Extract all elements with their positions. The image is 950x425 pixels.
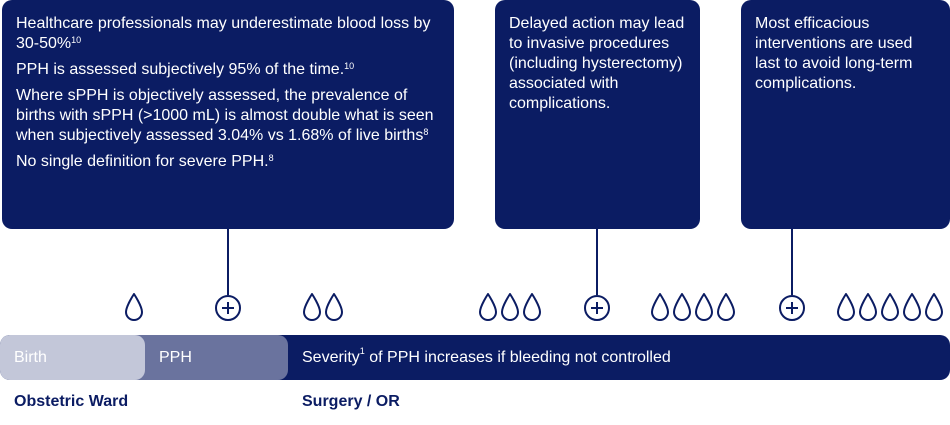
blood-drop-icon (651, 293, 669, 321)
drop-group-2 (302, 292, 344, 322)
blood-drop-icon (125, 293, 143, 321)
drop-group-1 (124, 292, 144, 322)
blood-drop-icon (523, 293, 541, 321)
blood-drop-icon (859, 293, 877, 321)
callout-line-underestimate: Healthcare professionals may underestima… (16, 15, 431, 52)
underestimation-callout: Healthcare professionals may underestima… (2, 0, 454, 229)
blood-drop-icon (837, 293, 855, 321)
blood-drop-icon (501, 293, 519, 321)
drop-group-3 (478, 292, 542, 322)
birth-segment (0, 335, 145, 380)
blood-drop-icon (325, 293, 343, 321)
obstetric-ward-label: Obstetric Ward (14, 393, 129, 410)
blood-drop-icon (673, 293, 691, 321)
drop-group-4 (650, 292, 736, 322)
blood-drop-icon (903, 293, 921, 321)
delayed-action-callout: Delayed action may lead to invasive proc… (495, 0, 700, 229)
blood-drop-icon (303, 293, 321, 321)
blood-drop-icon (881, 293, 899, 321)
interventions-callout: Most efficacious interventions are used … (741, 0, 950, 229)
connector-line (791, 229, 793, 295)
surgery-or-label: Surgery / OR (302, 393, 400, 410)
blood-drop-icon (717, 293, 735, 321)
interventions-text: Most efficacious interventions are used … (755, 15, 913, 92)
birth-label: Birth (14, 349, 47, 366)
blood-drop-icon (925, 293, 943, 321)
connector-line (227, 229, 229, 295)
delayed-action-text: Delayed action may lead to invasive proc… (509, 15, 685, 112)
callout-line-prevalence: Where sPPH is objectively assessed, the … (16, 87, 434, 144)
blood-drop-icon (479, 293, 497, 321)
drop-group-5 (836, 292, 944, 322)
callout-line-definition: No single definition for severe PPH.8 (16, 153, 274, 170)
blood-drop-icon (695, 293, 713, 321)
plus-circle-icon (779, 295, 805, 321)
plus-circle-icon (215, 295, 241, 321)
pph-label: PPH (159, 349, 192, 366)
plus-circle-icon (584, 295, 610, 321)
severity-label: Severity1 of PPH increases if bleeding n… (302, 346, 671, 367)
callout-line-subjective: PPH is assessed subjectively 95% of the … (16, 61, 355, 78)
connector-line (596, 229, 598, 295)
